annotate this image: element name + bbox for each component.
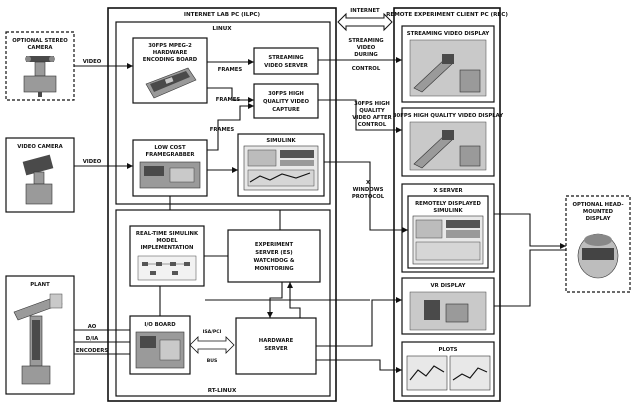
hq-after-control-label-4: CONTROL xyxy=(358,122,387,128)
io-board-image xyxy=(136,332,184,368)
hq-capture-label-1: 30FPS HIGH xyxy=(268,91,304,97)
streaming-server-label-1: STREAMING xyxy=(268,55,303,61)
hq-after-control-label-1: 30FPS HIGH xyxy=(354,101,390,107)
frames-label-3: FRAMES xyxy=(210,127,235,133)
vr-display-label: VR DISPLAY xyxy=(431,283,466,289)
hq-capture-label-3: CAPTURE xyxy=(272,107,300,113)
hmd-label-3: DISPLAY xyxy=(586,216,611,222)
rt-linux-label: RT-LINUX xyxy=(208,388,237,394)
internet-lab-pc-label: INTERNET LAB PC (ILPC) xyxy=(184,12,261,18)
hmd-headset-image xyxy=(578,234,618,278)
x-windows-label-3: PROTOCOL xyxy=(352,194,385,200)
internet-arrow xyxy=(338,14,392,30)
stereo-camera-label-2: CAMERA xyxy=(27,45,53,51)
hq-video-display-label: 30FPS HIGH QUALITY VIDEO DISPLAY xyxy=(393,113,503,119)
ao-label: AO xyxy=(88,324,97,330)
simulink-screen-image xyxy=(244,146,318,190)
streaming-during-control-label-4: CONTROL xyxy=(352,66,381,72)
streaming-during-control-label-3: DURING xyxy=(354,52,378,58)
io-board-label: I/O BOARD xyxy=(144,322,176,328)
plant-label: PLANT xyxy=(30,282,50,288)
video-label-2: VIDEO xyxy=(83,159,102,165)
experiment-server-label-3: WATCHDOG & xyxy=(254,258,295,264)
frames-label-1: FRAMES xyxy=(218,67,243,73)
hq-after-control-label-2: QUALITY xyxy=(359,108,385,114)
dia-label: D/IA xyxy=(86,336,99,342)
stereo-camera-label-1: OPTIONAL STEREO xyxy=(12,38,68,44)
experiment-server-label-1: EXPERIMENT xyxy=(255,242,294,248)
x-server-label: X SERVER xyxy=(433,188,462,194)
experiment-server-label-4: MONITORING xyxy=(254,266,293,272)
streaming-video-server-box xyxy=(254,48,318,74)
framegrabber-board-image xyxy=(140,162,200,188)
hq-capture-label-2: QUALITY VIDEO xyxy=(263,99,309,105)
hmd-label-1: OPTIONAL HEAD- xyxy=(572,202,623,208)
mpeg2-label-3: ENCODING BOARD xyxy=(143,57,198,63)
x-windows-label-1: X xyxy=(366,180,370,186)
remote-simulink-screen-image xyxy=(413,216,483,264)
realtime-model-image xyxy=(138,256,196,280)
hardware-server-label-1: HARDWARE xyxy=(259,338,294,344)
video-camera-label: VIDEO CAMERA xyxy=(17,144,63,150)
plots-label: PLOTS xyxy=(439,347,458,353)
rt-simulink-label-1: REAL-TIME SIMULINK xyxy=(136,231,199,237)
experiment-server-label-2: SERVER (ES) xyxy=(255,250,292,256)
remote-simulink-label-1: REMOTELY DISPLAYED xyxy=(415,201,481,207)
mpeg2-label-1: 30FPS MPEG-2 xyxy=(148,43,192,49)
streaming-during-control-label-1: STREAMING xyxy=(348,38,383,44)
simulink-label: SIMULINK xyxy=(266,138,296,144)
framegrabber-label-1: LOW COST xyxy=(154,145,186,151)
hmd-label-2: MOUNTED xyxy=(583,209,614,215)
video-label-1: VIDEO xyxy=(83,59,102,65)
streaming-server-label-2: VIDEO SERVER xyxy=(264,63,308,69)
isa-pci-label-1: ISA/PCI xyxy=(203,329,222,335)
rt-simulink-label-3: IMPLEMENTATION xyxy=(141,245,194,251)
hq-video-image xyxy=(410,122,486,170)
hardware-server-label-2: SERVER xyxy=(264,346,287,352)
streaming-video-display-label: STREAMING VIDEO DISPLAY xyxy=(407,31,490,37)
experiment-server-box xyxy=(228,230,320,282)
encoders-label: ENCODERS xyxy=(76,348,109,354)
isa-pci-label-2: BUS xyxy=(207,358,218,364)
remote-simulink-label-2: SIMULINK xyxy=(433,208,463,214)
hq-after-control-label-3: VIDEO AFTER xyxy=(352,115,391,121)
rt-simulink-label-2: MODEL xyxy=(156,238,178,244)
internet-label: INTERNET xyxy=(350,8,380,14)
mpeg2-label-2: HARDWARE xyxy=(153,50,188,56)
streaming-during-control-label-2: VIDEO xyxy=(357,45,376,51)
framegrabber-label-2: FRAMEGRABBER xyxy=(146,152,195,158)
linux-label: LINUX xyxy=(212,26,232,32)
vr-display-image xyxy=(410,292,486,330)
streaming-video-image xyxy=(410,40,486,96)
remote-client-pc-label: REMOTE EXPERIMENT CLIENT PC (REC) xyxy=(386,12,508,18)
x-windows-label-2: WINDOWS xyxy=(353,187,384,193)
